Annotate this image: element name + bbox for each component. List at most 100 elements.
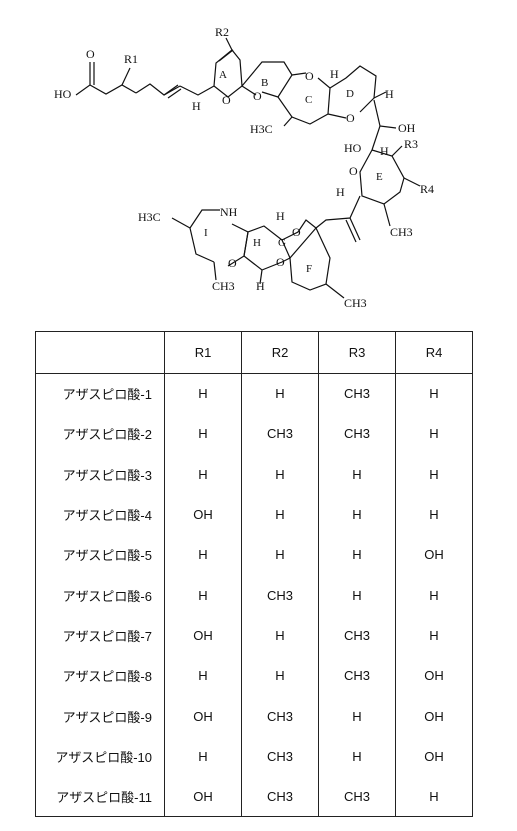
cell-r4: H <box>395 574 473 616</box>
ring-d-label: D <box>346 88 354 100</box>
ring-b: B O <box>241 61 293 103</box>
cell-r2: CH3 <box>241 695 319 737</box>
ring-e-h2: H <box>380 144 389 158</box>
header-name <box>35 331 165 374</box>
cell-r4: H <box>395 494 473 535</box>
cell-r3: H <box>318 494 396 535</box>
compound-name: アザスピロ酸-7 <box>35 615 165 656</box>
compound-name: アザスピロ酸-9 <box>35 695 165 737</box>
cell-r4: H <box>395 372 473 414</box>
acid-hydroxyl: HO <box>54 87 72 101</box>
cell-r2: CH3 <box>241 574 319 616</box>
compound-name: アザスピロ酸-4 <box>35 494 165 535</box>
ring-f-ch3: CH3 <box>344 296 367 310</box>
cell-r2: H <box>241 454 319 495</box>
ring-c: C O H3C H <box>250 67 339 136</box>
ring-a-label: A <box>219 69 227 81</box>
cell-r2: CH3 <box>241 776 319 818</box>
ring-e-label: E <box>376 171 383 183</box>
ring-h-label: H <box>253 237 261 249</box>
cell-r2: CH3 <box>241 736 319 777</box>
cell-r4: OH <box>395 736 473 777</box>
header-r3: R3 <box>318 331 396 374</box>
header-r1: R1 <box>164 331 242 374</box>
ring-g-o: O <box>292 225 301 239</box>
ring-c-label: C <box>305 94 312 106</box>
ring-g-label: G <box>278 237 286 249</box>
ring-e-o: O <box>349 164 358 178</box>
cell-r4: OH <box>395 695 473 737</box>
compound-name: アザスピロ酸-8 <box>35 655 165 696</box>
cell-r3: CH3 <box>318 413 396 455</box>
header-r4: R4 <box>395 331 473 374</box>
cell-r1: OH <box>164 695 242 737</box>
cell-r4: OH <box>395 534 473 575</box>
ring-h-h: H <box>276 209 285 223</box>
acid-chain: O HO R1 <box>54 47 182 101</box>
ring-gh: G H O O O H H <box>228 209 317 293</box>
cell-r3: H <box>318 695 396 737</box>
cell-r4: H <box>395 776 473 818</box>
ring-d-o: O <box>346 111 355 125</box>
ring-g-o2: O <box>276 255 285 269</box>
cell-r3: H <box>318 534 396 575</box>
cell-r4: H <box>395 454 473 495</box>
cell-r3: H <box>318 454 396 495</box>
r4-label: R4 <box>420 182 434 196</box>
ring-c-h3c: H3C <box>250 122 273 136</box>
cell-r2: H <box>241 494 319 535</box>
compound-name: アザスピロ酸-10 <box>35 736 165 777</box>
ring-e-h: H <box>336 185 345 199</box>
cell-r2: H <box>241 534 319 575</box>
cell-r3: CH3 <box>318 615 396 656</box>
cell-r2: H <box>241 372 319 414</box>
cell-r2: H <box>241 615 319 656</box>
ring-h-h2: H <box>256 279 265 293</box>
ring-i-ch3: CH3 <box>212 279 235 293</box>
cell-r3: CH3 <box>318 655 396 696</box>
ring-e-ho: HO <box>344 141 362 155</box>
r3-label: R3 <box>404 137 418 151</box>
ring-e-ch3: CH3 <box>390 225 413 239</box>
ring-i: NH I H3C CH3 <box>138 205 249 293</box>
cell-r2: H <box>241 655 319 696</box>
table-header-row: R1 R2 R3 R4 <box>35 331 473 374</box>
linker-de: OH <box>371 99 416 151</box>
cell-r3: H <box>318 736 396 777</box>
cell-r1: OH <box>164 494 242 535</box>
linker-oh: OH <box>398 121 416 135</box>
ring-i-label: I <box>204 227 208 239</box>
compound-name: アザスピロ酸-5 <box>35 534 165 575</box>
cell-r1: OH <box>164 615 242 656</box>
compound-name: アザスピロ酸-2 <box>35 413 165 455</box>
cell-r3: CH3 <box>318 776 396 818</box>
ring-f-label: F <box>306 263 312 275</box>
cell-r1: H <box>164 413 242 455</box>
compound-name: アザスピロ酸-1 <box>35 372 165 414</box>
cell-r3: H <box>318 574 396 616</box>
azaspiracid-structure-diagram: O HO R1 R2 A O H B O C O H3C H D O H <box>54 25 434 310</box>
ring-b-o: O <box>253 89 262 103</box>
cell-r4: OH <box>395 655 473 696</box>
header-r2: R2 <box>241 331 319 374</box>
ring-e: HO R3 R4 CH3 E O H H <box>336 137 434 239</box>
compound-name: アザスピロ酸-3 <box>35 454 165 495</box>
compound-name: アザスピロ酸-11 <box>35 776 165 818</box>
acid-carbonyl-o: O <box>86 47 95 61</box>
cell-r1: H <box>164 574 242 616</box>
cell-r1: H <box>164 655 242 696</box>
ring-a-o: O <box>222 93 231 107</box>
cell-r1: H <box>164 454 242 495</box>
